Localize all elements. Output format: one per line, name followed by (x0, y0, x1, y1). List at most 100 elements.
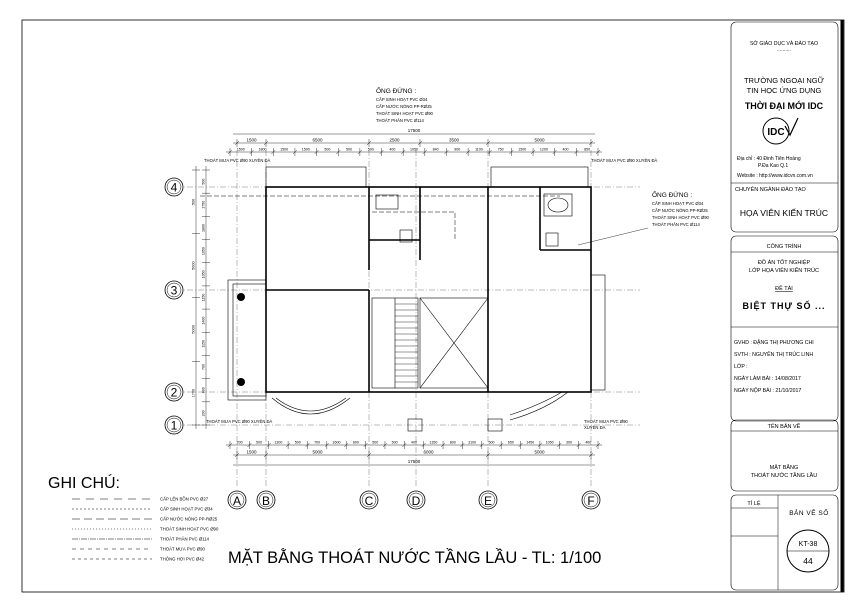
dim-label: 1450 (526, 441, 534, 445)
slogan: THỜI ĐẠI MỚI IDC (745, 100, 824, 111)
dim-label: 6500 (312, 138, 323, 143)
dim-label: 400 (411, 441, 417, 445)
sheet-name: MẶT BẰNG (770, 463, 799, 471)
scale-label: TỈ LỆ (747, 499, 760, 507)
legend-item: CẤP LÊN BỒN PVC Ø27 (160, 497, 209, 502)
dim-label: 500 (256, 441, 262, 445)
dim-label: 300 (566, 441, 572, 445)
legend-item: THOÁT MƯA PVC Ø90 (160, 547, 206, 552)
dim-label: 3500 (449, 138, 460, 143)
void-opening (419, 297, 489, 389)
sheet-name-label: TÊN BẢN VẼ (768, 422, 801, 430)
dim-label: 1350 (429, 441, 437, 445)
axis-bubble (164, 382, 184, 402)
sheet-name: THOÁT NƯỚC TẦNG LẦU (751, 472, 817, 479)
legend-item: THOÁT PHÂN PVC Ø114 (160, 537, 210, 542)
submit-date: NGÀY NỘP BÀI : 21/10/2017 (734, 387, 801, 394)
dim-label: 1750 (202, 201, 206, 209)
floor-plan (200, 166, 606, 432)
dim-label: 6000 (423, 450, 434, 455)
dim-label: 800 (450, 441, 456, 445)
address: P.Đa Kao Q.1 (758, 163, 788, 169)
riser-right-line: CẤP SINH HOẠT PVC Ø34 (652, 201, 704, 206)
dim-label: 500 (346, 148, 352, 152)
school-logo (762, 117, 790, 145)
dim-label: 1800 (258, 148, 266, 152)
rain-note-top-right: THOÁT MƯA PVC Ø90 XUYÊN ĐÀ (591, 158, 658, 163)
sheet-no-label: BẢN VẼ SỐ (789, 507, 829, 517)
riser-right-line: CẤP NƯỚC NÓNG PP-RØ25 (652, 208, 708, 213)
dim-label: 200 (202, 410, 206, 416)
dim-label: 600 (353, 441, 359, 445)
rain-note-bottom-right: XUYÊN ĐÀ (584, 425, 606, 430)
dim-label: 1200 (540, 148, 548, 152)
major-label: CHUYÊN NGÀNH ĐÀO TẠO (735, 185, 807, 193)
inspection-pit (487, 418, 503, 432)
sheet-code: KT-38 (799, 541, 818, 548)
dim-label: 1500 (518, 148, 526, 152)
dim-label: 500 (192, 199, 196, 205)
rain-note-top-left: THOÁT MƯA PVC Ø90 XUYÊN ĐÀ (204, 158, 271, 163)
dim-label: 850 (584, 148, 590, 152)
axis-label-col: D (412, 494, 421, 508)
annotations: ỐNG ĐỨNG : CẤP SINH HOẠT PVC Ø34 CẤP NƯỚ… (204, 85, 710, 430)
gvhd: GVHD : ĐẶNG THỊ PHƯƠNG CHI (734, 339, 814, 346)
axis-bubble (256, 490, 276, 510)
dim-label: 2500 (389, 138, 400, 143)
dim-label: 500 (368, 148, 374, 152)
riser-top-line: CẤP NƯỚC NÓNG PP-RØ25 (376, 104, 432, 109)
dim-label: 1800 (202, 224, 206, 232)
sheet-number: 44 (803, 556, 813, 566)
dim-label: 500 (202, 179, 206, 185)
dim-label: 5000 (534, 138, 545, 143)
dim-label: 500 (488, 441, 494, 445)
bathtub-basin (547, 197, 569, 213)
dim-label: 1150 (202, 294, 206, 302)
dim-label: 3100 (468, 441, 476, 445)
dim-label: 700 (202, 364, 206, 370)
dim-label: 5000 (312, 450, 323, 455)
dim-label: 1050 (202, 270, 206, 278)
riser-top-line: THOÁT SINH HOẠT PVC Ø90 (376, 111, 434, 116)
dim-label: 1500 (237, 148, 245, 152)
riser-top-line: CẤP SINH HOẠT PVC Ø34 (376, 97, 428, 102)
legend-item: THOÁT SINH HOẠT PVC Ø90 (160, 527, 219, 532)
dim-label: 1700 (192, 389, 196, 397)
dim-label: 1050 (546, 441, 554, 445)
dim-label: 5000 (192, 261, 196, 269)
dim-label: 840 (433, 148, 439, 152)
riser-right-title: ỐNG ĐỨNG : (652, 189, 692, 199)
bay-window-left (275, 397, 347, 412)
axis-bubble (581, 490, 601, 510)
leader-line (577, 227, 649, 246)
dim-label: 500 (372, 441, 378, 445)
axis-label-row: 4 (171, 181, 178, 195)
dim-label: 1100 (475, 148, 483, 152)
right-balcony (590, 274, 606, 391)
dim-total-top: 17500 (408, 128, 421, 133)
dim-label: 700 (314, 441, 320, 445)
wc-fixture (375, 194, 399, 210)
dept-name: SỞ GIÁO DỤC VÀ ĐÀO TẠO (750, 40, 818, 47)
major: HỌA VIÊN KIẾN TRÚC (740, 208, 828, 218)
dim-label: 1050 (410, 148, 418, 152)
dim-label: 900 (454, 148, 460, 152)
dim-label: 650 (508, 441, 514, 445)
top-balcony (265, 166, 367, 188)
dim-label: 1300 (274, 441, 282, 445)
topic-label: ĐỀ TÀI (775, 285, 793, 292)
axis-bubble (164, 415, 184, 435)
riser-top-title: ỐNG ĐỨNG : (376, 85, 416, 95)
project-name: LỚP HỌA VIÊN KIẾN TRÚC (749, 266, 819, 274)
legend-title: GHI CHÚ: (48, 473, 120, 492)
title-block: SỞ GIÁO DỤC VÀ ĐÀO TẠO .......... TRƯỜNG… (730, 21, 839, 591)
dim-label: 400 (389, 148, 395, 152)
rain-note-bottom-right: THOÁT MƯA PVC Ø90 (584, 419, 628, 424)
left-bay (232, 283, 267, 397)
school-logo-text: IDC (767, 127, 784, 138)
dim-label: 1500 (280, 148, 288, 152)
topic: BIỆT THỰ SỐ ... (743, 300, 826, 311)
dim-label: 5000 (534, 450, 545, 455)
